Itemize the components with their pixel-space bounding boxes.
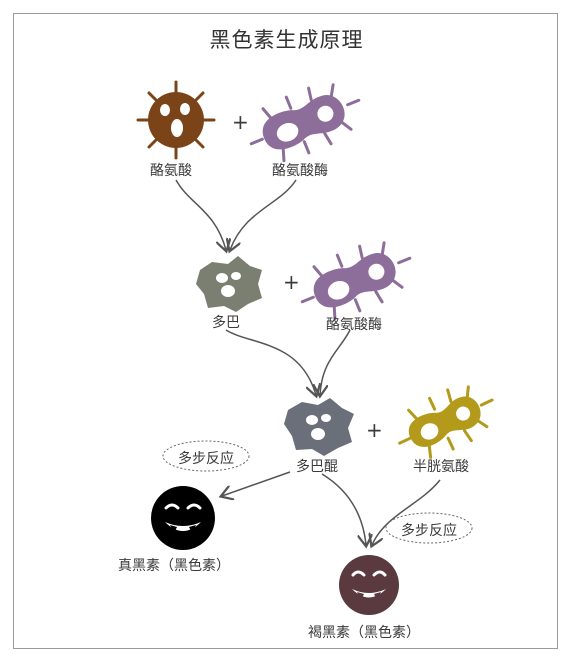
label-multistep-left: 多步反应: [178, 451, 234, 467]
arrow-tyrosinase-to-dopa: [230, 179, 297, 250]
arrow-dopaquinone-to-pheomelanin: [321, 473, 366, 545]
label-tyrosinase-2: 酪氨酸酶: [326, 317, 382, 333]
arrow-tyrosinase2-to-dopaquinone: [320, 329, 351, 395]
label-cysteine: 半胱氨酸: [413, 459, 469, 475]
label-tyrosine: 酪氨酸: [150, 163, 192, 179]
plus-sign-3: +: [366, 418, 383, 442]
reaction-arrows: [175, 179, 441, 545]
plus-sign-1: +: [232, 110, 249, 134]
arrow-cysteine-to-pheomelanin: [372, 479, 441, 545]
tyrosine-germ-icon: [136, 80, 216, 160]
arrow-tyrosine-to-dopa: [175, 179, 226, 250]
dopa-cell-icon: [196, 256, 262, 312]
eumelanin-smiley-face-icon: [151, 486, 215, 550]
diagram-title: 黑色素生成原理: [209, 28, 364, 52]
tyrosinase-bacterium-icon-1: [249, 83, 361, 163]
arrow-dopaquinone-to-eumelanin: [222, 471, 291, 496]
cysteine-bacterium-icon: [398, 385, 494, 459]
label-dopaquinone: 多巴醌: [296, 459, 338, 475]
label-dopa: 多巴: [212, 315, 240, 331]
label-tyrosinase-1: 酪氨酸酶: [272, 163, 328, 179]
dopaquinone-cell-icon: [284, 398, 354, 456]
label-eumelanin: 真黑素（黑色素）: [118, 558, 230, 574]
tyrosinase-bacterium-icon-2: [300, 241, 412, 321]
label-multistep-right: 多步反应: [401, 523, 457, 539]
arrow-dopa-to-dopaquinone: [225, 329, 316, 395]
plus-sign-2: +: [283, 270, 300, 294]
pheomelanin-smiley-face-icon: [339, 555, 399, 615]
label-pheomelanin: 褐黑素（黑色素）: [308, 625, 420, 641]
multistep-oval-right: [385, 512, 473, 544]
multistep-oval-left: [162, 440, 250, 472]
